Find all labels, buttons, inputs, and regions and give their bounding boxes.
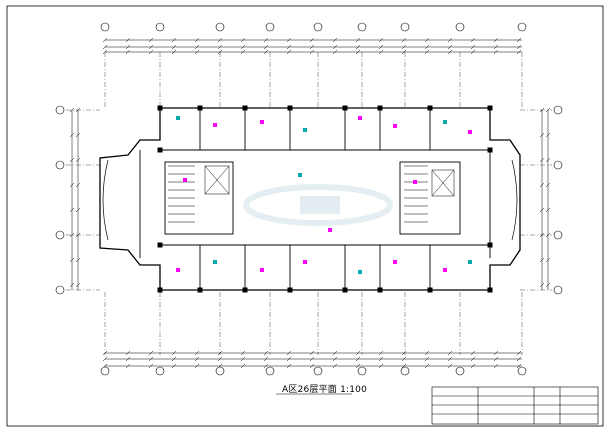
column <box>287 105 293 111</box>
equipment-mark <box>393 124 397 128</box>
column <box>487 287 493 293</box>
axis-grid <box>66 52 552 355</box>
axis-bubble <box>455 22 465 32</box>
column <box>427 287 433 293</box>
drawing-frame <box>6 5 604 427</box>
axis-bubble <box>357 366 367 376</box>
equipment-mark <box>393 260 397 264</box>
axis-bubble <box>55 285 65 295</box>
column <box>157 242 163 248</box>
equipment-mark <box>468 130 472 134</box>
column <box>377 105 383 111</box>
equipment-mark <box>176 116 180 120</box>
axis-bubble <box>155 366 165 376</box>
axis-bubble <box>553 285 563 295</box>
axis-bubble <box>55 160 65 170</box>
axis-bubble <box>553 230 563 240</box>
equipment-mark <box>468 260 472 264</box>
interior-walls <box>139 108 491 290</box>
axis-bubble <box>155 22 165 32</box>
structural-columns <box>157 105 493 293</box>
axis-bubbles <box>55 22 563 376</box>
column <box>427 105 433 111</box>
watermark-logo <box>243 184 393 226</box>
equipment-mark <box>260 120 264 124</box>
axis-bubble <box>400 22 410 32</box>
axis-bubble <box>215 366 225 376</box>
column <box>157 147 163 153</box>
column <box>287 287 293 293</box>
axis-bubble <box>100 22 110 32</box>
column <box>197 287 203 293</box>
equipment-mark <box>328 228 332 232</box>
stair-core <box>168 165 455 223</box>
column <box>242 105 248 111</box>
column <box>377 287 383 293</box>
equipment-marks <box>176 116 472 274</box>
axis-bubble <box>55 105 65 115</box>
axis-bubble <box>517 366 527 376</box>
equipment-mark <box>443 268 447 272</box>
axis-bubble <box>55 230 65 240</box>
equipment-mark <box>260 268 264 272</box>
axis-bubble <box>357 22 367 32</box>
equipment-mark <box>176 268 180 272</box>
axis-bubble <box>313 366 323 376</box>
axis-bubble <box>553 105 563 115</box>
axis-bubble <box>215 22 225 32</box>
equipment-mark <box>298 173 302 177</box>
axis-bubble <box>265 366 275 376</box>
equipment-mark <box>358 116 362 120</box>
column <box>157 287 163 293</box>
column <box>342 105 348 111</box>
column <box>487 147 493 153</box>
column <box>242 287 248 293</box>
axis-bubble <box>553 160 563 170</box>
column <box>197 105 203 111</box>
title-block <box>431 386 599 425</box>
column <box>157 105 163 111</box>
axis-bubble <box>517 22 527 32</box>
equipment-mark <box>358 270 362 274</box>
drawing-title: A区26层平面 1:100 <box>282 385 368 395</box>
equipment-mark <box>303 128 307 132</box>
equipment-mark <box>303 260 307 264</box>
column <box>342 287 348 293</box>
column <box>487 105 493 111</box>
column <box>487 242 493 248</box>
equipment-mark <box>183 178 187 182</box>
axis-bubble <box>400 366 410 376</box>
equipment-mark <box>213 123 217 127</box>
axis-bubble <box>100 366 110 376</box>
axis-bubble <box>455 366 465 376</box>
equipment-mark <box>213 260 217 264</box>
axis-bubble <box>313 22 323 32</box>
axis-bubble <box>265 22 275 32</box>
equipment-mark <box>413 180 417 184</box>
equipment-mark <box>443 120 447 124</box>
